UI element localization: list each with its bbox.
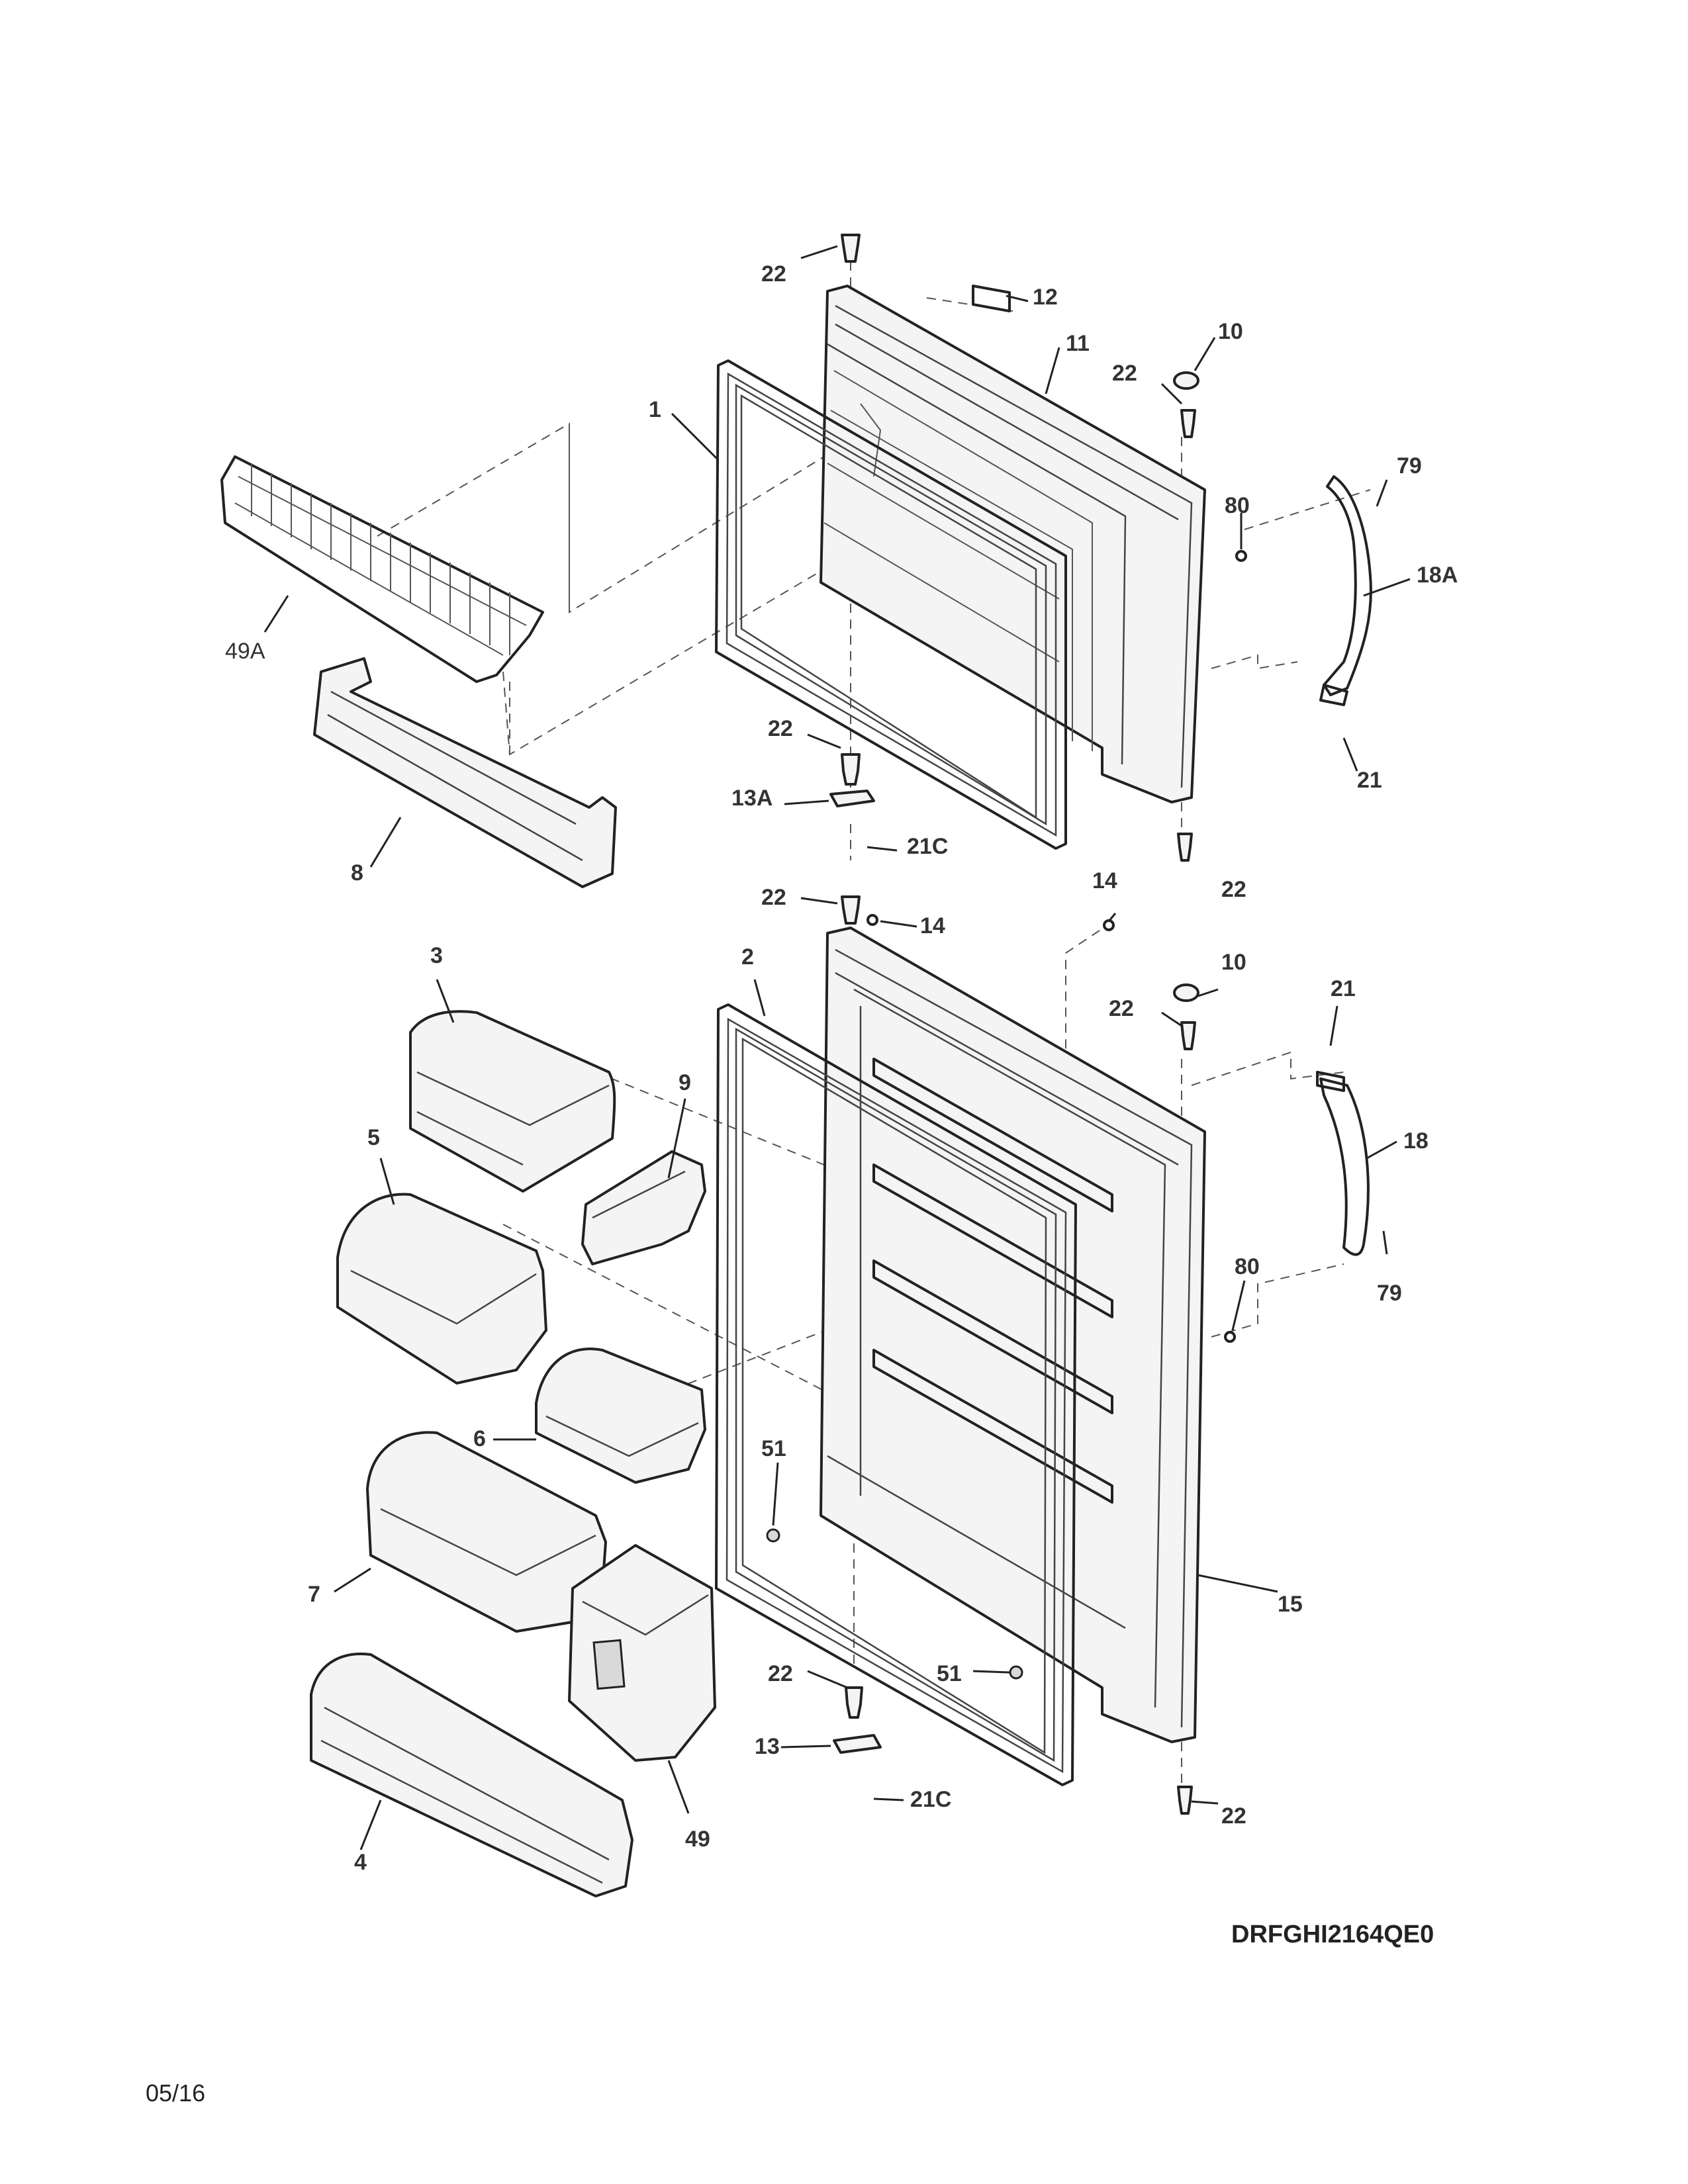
dairy-bin <box>409 1010 616 1193</box>
label-51-b: 51 <box>937 1661 962 1686</box>
label-49A: 49A <box>225 639 265 664</box>
small-door-bin <box>581 1150 706 1265</box>
label-15: 15 <box>1278 1592 1303 1617</box>
fresh-food-door-assembly <box>502 895 1370 1815</box>
bushing-right-freezer-top <box>1180 409 1196 438</box>
diagram-code: DRFGHI2164QE0 <box>1231 1921 1434 1948</box>
freezer-door-gasket <box>715 359 1067 850</box>
label-22-fresh-right-bottom: 22 <box>1221 1803 1246 1829</box>
label-4: 4 <box>354 1850 367 1875</box>
bushing-bottom-freezer <box>841 753 861 786</box>
label-18: 18 <box>1403 1128 1429 1154</box>
fresh-food-door-shell <box>820 927 1206 1743</box>
label-22-freezer-bottom: 22 <box>768 716 793 741</box>
label-21C-top: 21C <box>907 834 948 859</box>
label-22-fresh-right: 22 <box>1109 996 1134 1021</box>
freezer-door-bin <box>313 657 617 888</box>
label-49: 49 <box>685 1827 710 1852</box>
door-bin-5 <box>336 1193 547 1385</box>
nut-51-a <box>766 1528 780 1543</box>
door-bin-7 <box>366 1431 607 1633</box>
label-79-top: 79 <box>1397 453 1422 478</box>
door-bin-6 <box>535 1347 706 1484</box>
label-21-fresh: 21 <box>1331 976 1356 1001</box>
label-10-freezer: 10 <box>1218 319 1243 344</box>
label-2: 2 <box>741 944 754 970</box>
nut-51-b <box>1009 1665 1023 1680</box>
bushing-right-fresh-bottom <box>1177 1786 1193 1815</box>
bushing-bottom-fresh <box>845 1686 863 1719</box>
bushing-right-fresh-top <box>1180 1021 1196 1050</box>
screw-80-bottom <box>1224 1331 1236 1343</box>
label-10-fresh: 10 <box>1221 950 1246 975</box>
revision-date: 05/16 <box>146 2079 205 2107</box>
hinge-cover-plug-fresh <box>1173 983 1199 1002</box>
fresh-food-door-gasket <box>715 1003 1077 1786</box>
label-18A: 18A <box>1417 563 1458 588</box>
label-22-fresh-top: 22 <box>761 885 786 910</box>
cap-14-a <box>867 914 878 926</box>
label-11: 11 <box>1066 331 1090 356</box>
cap-14-b <box>1103 919 1115 931</box>
label-21C-bottom: 21C <box>910 1787 951 1812</box>
label-6: 6 <box>473 1426 486 1451</box>
door-bin-4 <box>310 1653 633 1897</box>
bushing-top-freezer <box>841 234 861 263</box>
label-5: 5 <box>367 1125 380 1150</box>
label-22-freezer-right-bottom: 22 <box>1221 877 1246 902</box>
label-22-top-freezer: 22 <box>761 261 786 287</box>
label-79-bottom: 79 <box>1377 1281 1402 1306</box>
label-1: 1 <box>649 397 661 422</box>
label-14-left: 14 <box>920 913 945 938</box>
label-3: 3 <box>430 943 443 968</box>
screw-80-top <box>1235 550 1247 562</box>
label-80-bottom: 80 <box>1235 1254 1260 1279</box>
label-22-fresh-bottom: 22 <box>768 1661 793 1686</box>
freezer-door-shelves <box>220 422 617 888</box>
label-7: 7 <box>308 1582 320 1607</box>
part-labels: 22 12 11 10 22 1 79 80 18A 49A 22 13A 21… <box>225 261 1458 1875</box>
wire-shelf <box>220 455 544 683</box>
freezer-door-assembly <box>502 234 1372 862</box>
label-13: 13 <box>755 1734 780 1759</box>
bushing-right-freezer-bottom <box>1177 833 1193 862</box>
bushing-top-fresh <box>841 895 861 925</box>
label-80-top: 80 <box>1225 493 1250 518</box>
freezer-door-shell <box>820 285 1206 803</box>
label-13A: 13A <box>731 786 773 811</box>
label-9: 9 <box>679 1070 691 1095</box>
hinge-cover-plug-freezer <box>1173 371 1199 390</box>
label-22-freezer-right: 22 <box>1112 361 1137 386</box>
leader-lines <box>263 245 1411 1850</box>
label-12: 12 <box>1033 285 1058 310</box>
label-51-a: 51 <box>761 1436 786 1461</box>
label-8: 8 <box>351 860 363 886</box>
fresh-food-door-bins <box>310 1010 716 1897</box>
freezer-hinge <box>829 790 875 807</box>
ice-bin <box>568 1544 716 1762</box>
fresh-food-hinge <box>833 1734 882 1754</box>
freezer-label <box>972 285 1011 312</box>
fresh-food-door-handle <box>1319 1077 1370 1256</box>
label-14-right: 14 <box>1092 868 1117 893</box>
label-21-top: 21 <box>1357 768 1382 793</box>
freezer-door-handle <box>1323 475 1372 696</box>
